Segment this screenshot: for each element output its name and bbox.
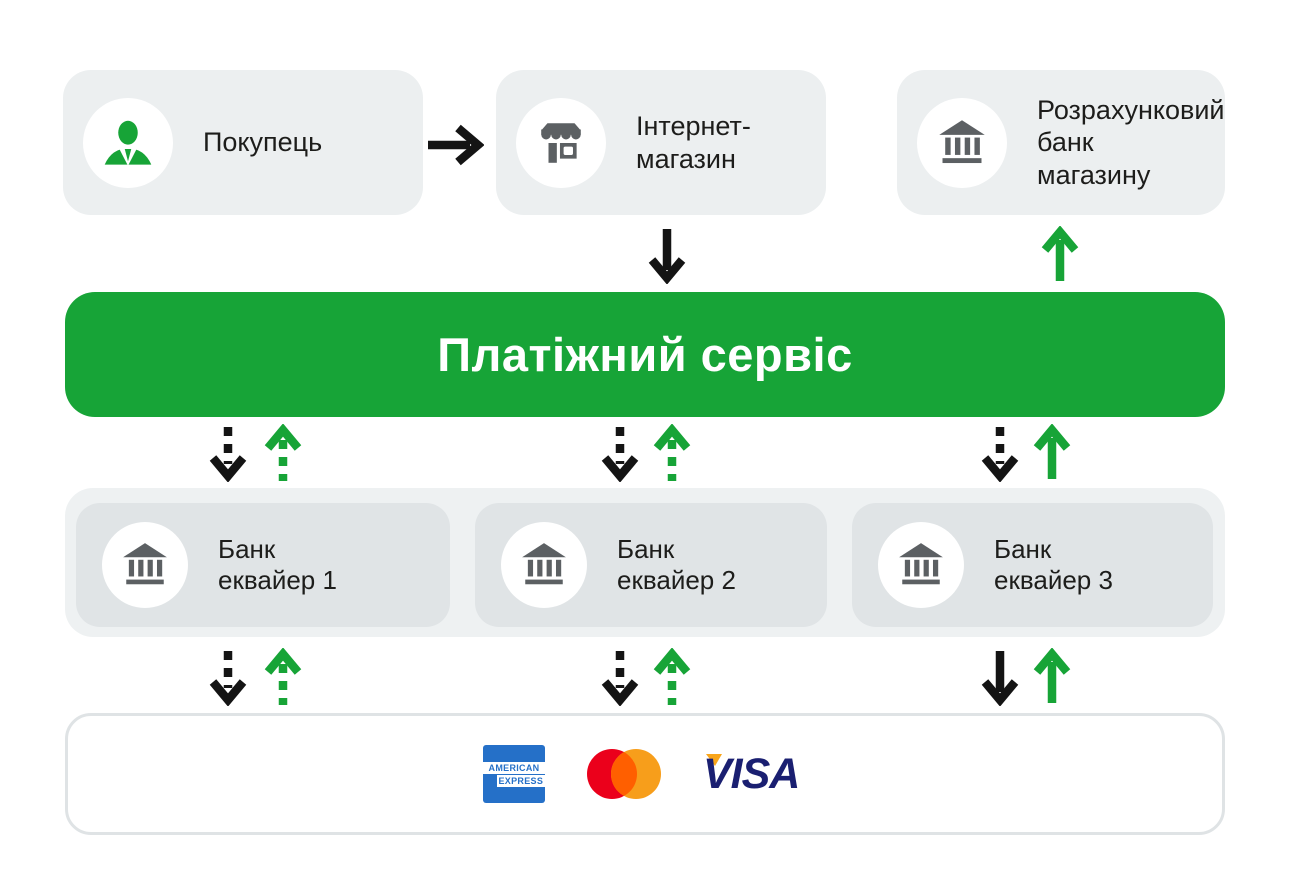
bank-icon-circle	[102, 522, 188, 608]
node-online-store: Інтернет- магазин	[496, 70, 826, 215]
bank-icon	[123, 543, 167, 585]
bank-icon-circle	[501, 522, 587, 608]
bank-icon	[522, 543, 566, 585]
acquirer-bank-3-label: Банк еквайер 3	[994, 533, 1113, 595]
visa-logo: VISA	[703, 752, 807, 796]
node-acquirer-bank-2: Банк еквайер 2	[475, 503, 827, 627]
node-settlement-bank: Розрахунковий банк магазину	[897, 70, 1225, 215]
bank-icon-circle	[878, 522, 964, 608]
arrow-down-dashed-icon	[601, 651, 639, 706]
arrow-up-dashed-icon	[264, 424, 302, 481]
node-buyer: Покупець	[63, 70, 423, 215]
arrow-right-icon	[428, 124, 484, 166]
bank-icon	[939, 119, 985, 163]
buyer-icon-circle	[83, 97, 173, 188]
online-store-label: Інтернет- магазин	[636, 111, 751, 174]
node-payment-service: Платіжний сервіс	[65, 292, 1225, 417]
settlement-bank-icon-circle	[917, 97, 1007, 188]
visa-flame-icon	[706, 754, 722, 766]
person-icon	[104, 120, 152, 166]
store-icon-circle	[516, 97, 606, 188]
arrow-down-dashed-icon	[209, 651, 247, 706]
amex-logo: AMERICAN EXPRESS	[483, 745, 545, 803]
arrow-down-solid-icon	[981, 651, 1019, 706]
node-acquirer-bank-1: Банк еквайер 1	[76, 503, 450, 627]
amex-logo-line1: AMERICAN	[483, 761, 545, 774]
bank-icon	[899, 543, 943, 585]
node-acquirer-bank-3: Банк еквайер 3	[852, 503, 1213, 627]
arrow-down-dashed-icon	[601, 427, 639, 482]
storefront-icon	[541, 122, 581, 163]
mastercard-logo	[587, 749, 661, 799]
arrow-up-dashed-icon	[653, 424, 691, 481]
acquirer-bank-1-label: Банк еквайер 1	[218, 533, 337, 595]
visa-wordmark: VISA	[703, 750, 800, 798]
arrow-up-solid-icon	[1041, 226, 1079, 281]
arrow-up-solid-icon	[1033, 648, 1071, 703]
arrow-up-dashed-icon	[264, 648, 302, 705]
arrow-up-solid-icon	[1033, 424, 1071, 479]
payment-service-label: Платіжний сервіс	[437, 328, 853, 381]
acquirer-bank-2-label: Банк еквайер 2	[617, 533, 736, 595]
amex-logo-line2: EXPRESS	[496, 774, 545, 787]
arrow-down-dashed-icon	[209, 427, 247, 482]
arrow-up-dashed-icon	[653, 648, 691, 705]
arrow-down-dashed-icon	[981, 427, 1019, 482]
settlement-bank-label: Розрахунковий банк магазину	[1037, 94, 1225, 190]
buyer-label: Покупець	[203, 127, 323, 158]
card-brands-box: AMERICAN EXPRESS VISA	[65, 713, 1225, 835]
arrow-down-solid-icon	[648, 229, 686, 284]
